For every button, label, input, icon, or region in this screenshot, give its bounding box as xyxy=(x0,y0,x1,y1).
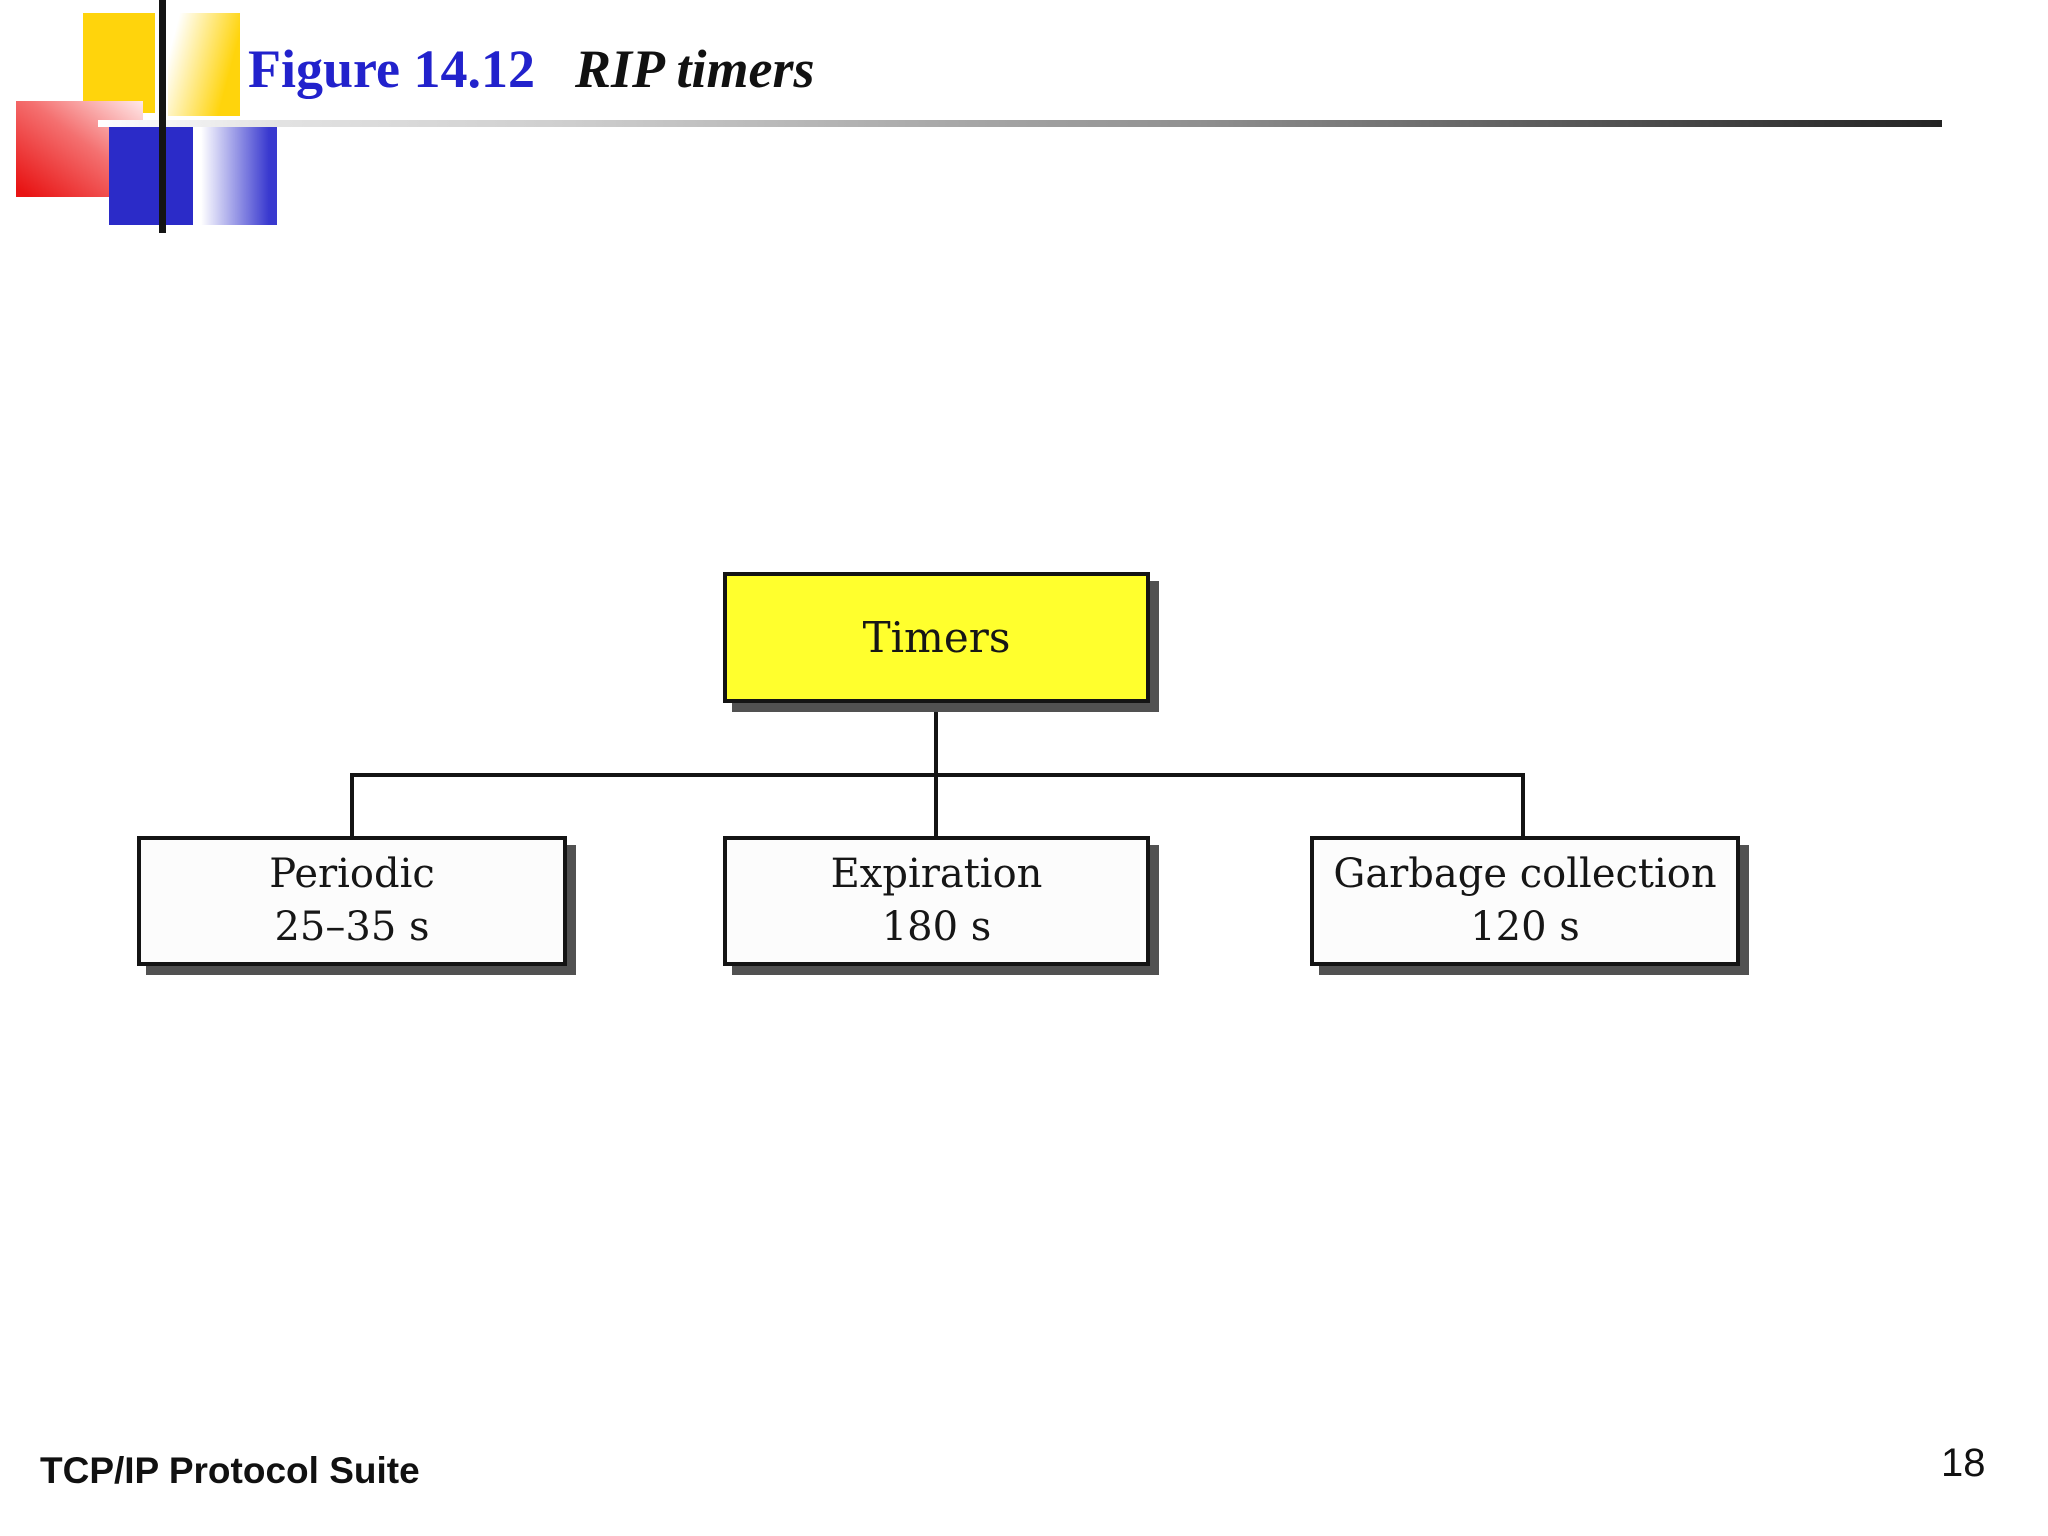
node-periodic-label: Periodic xyxy=(269,851,435,898)
connector-drop-periodic xyxy=(350,773,354,839)
slide-title: Figure 14.12 RIP timers xyxy=(248,39,815,99)
figure-label: Figure 14.12 xyxy=(248,39,535,99)
logo-blue-square-icon xyxy=(109,125,193,225)
node-garbage-collection-label: Garbage collection xyxy=(1333,851,1717,898)
node-garbage-collection-value: 120 s xyxy=(1470,904,1580,950)
node-expiration: Expiration 180 s xyxy=(723,836,1150,966)
node-expiration-value: 180 s xyxy=(881,904,992,950)
header-rule xyxy=(98,120,1942,127)
logo-yellow-gradient-icon xyxy=(168,13,240,116)
footer-book-title: TCP/IP Protocol Suite xyxy=(40,1450,420,1491)
logo-vertical-bar-icon xyxy=(159,0,166,233)
node-periodic-value: 25–35 s xyxy=(274,904,430,950)
node-expiration-label: Expiration xyxy=(830,851,1043,898)
logo-yellow-square-icon xyxy=(83,13,155,113)
node-garbage-collection: Garbage collection 120 s xyxy=(1310,836,1740,966)
page-number: 18 xyxy=(1941,1441,1986,1485)
logo-blue-gradient-icon xyxy=(197,125,277,225)
node-timers-label: Timers xyxy=(862,613,1011,662)
node-periodic: Periodic 25–35 s xyxy=(137,836,567,966)
connector-drop-garbage xyxy=(1521,773,1525,839)
connector-drop-expiration xyxy=(934,773,938,839)
node-timers: Timers xyxy=(723,572,1150,703)
figure-title: RIP timers xyxy=(574,39,815,99)
connector-root-stem xyxy=(934,703,938,777)
